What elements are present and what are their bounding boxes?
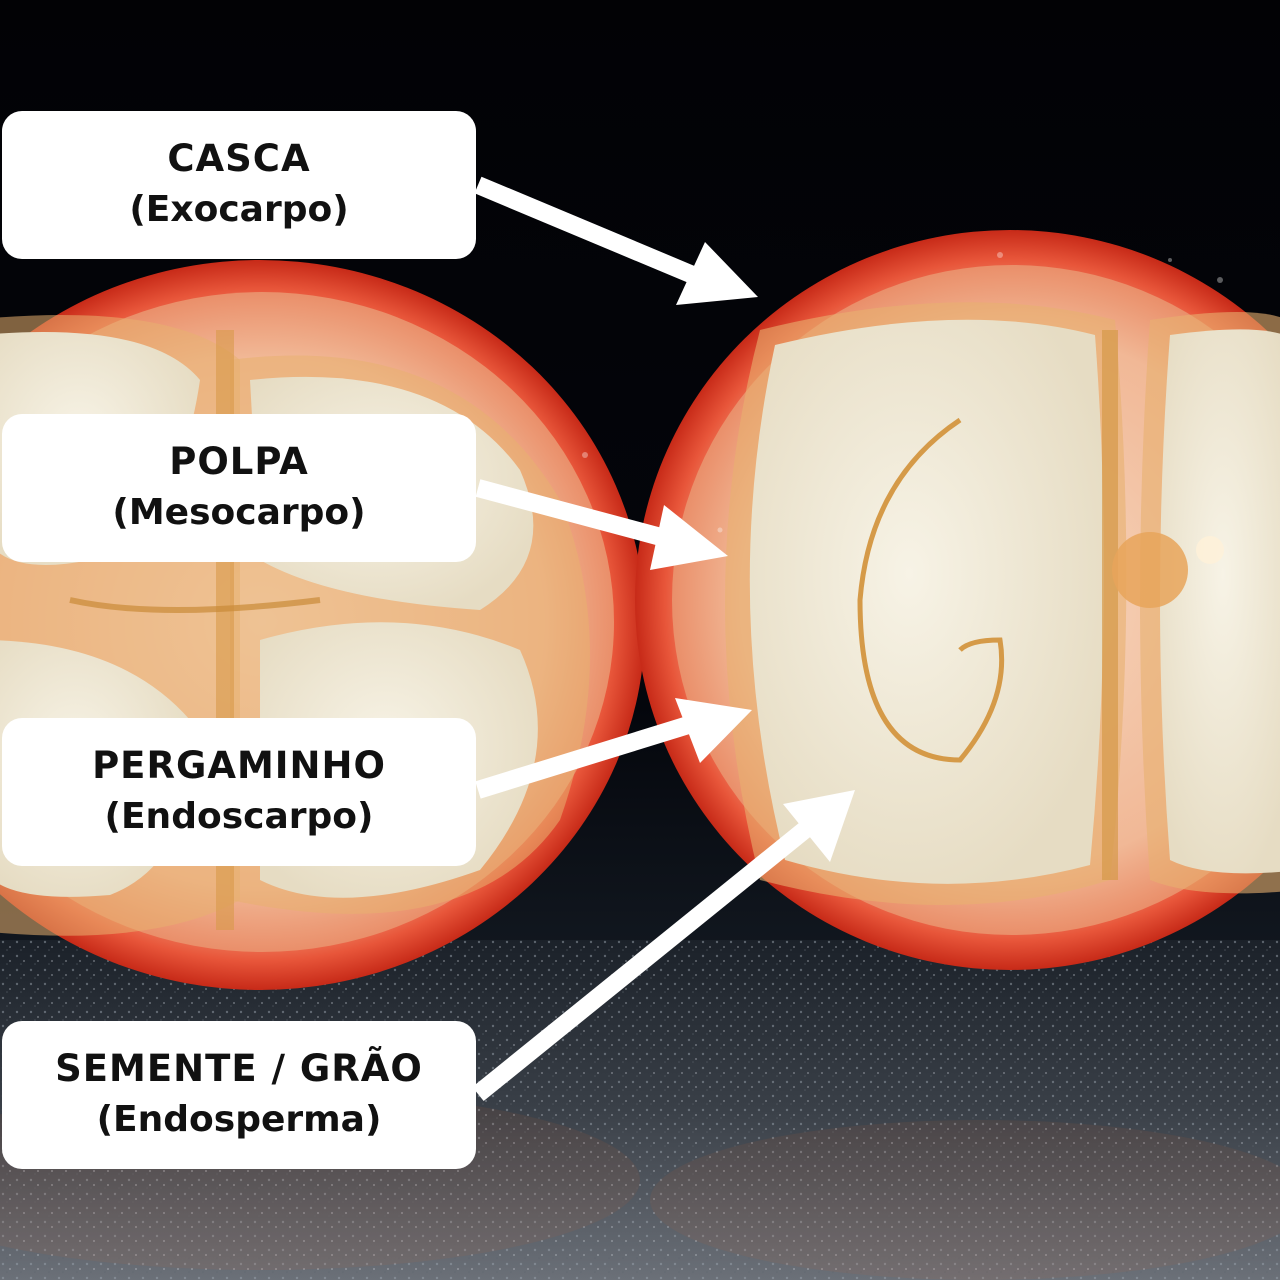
label-polpa: POLPA (Mesocarpo)	[2, 414, 476, 562]
label-polpa-title: POLPA	[169, 440, 309, 483]
label-casca-subtitle: (Exocarpo)	[129, 189, 349, 230]
label-casca: CASCA (Exocarpo)	[2, 111, 476, 259]
label-casca-title: CASCA	[167, 137, 311, 180]
label-polpa-subtitle: (Mesocarpo)	[112, 492, 366, 533]
right-cherry-half	[635, 230, 1280, 970]
label-pergaminho: PERGAMINHO (Endoscarpo)	[2, 718, 476, 866]
label-semente: SEMENTE / GRÃO (Endosperma)	[2, 1021, 476, 1169]
label-pergaminho-title: PERGAMINHO	[92, 744, 386, 787]
label-semente-subtitle: (Endosperma)	[96, 1099, 382, 1140]
label-semente-title: SEMENTE / GRÃO	[55, 1047, 423, 1090]
label-pergaminho-subtitle: (Endoscarpo)	[104, 796, 374, 837]
